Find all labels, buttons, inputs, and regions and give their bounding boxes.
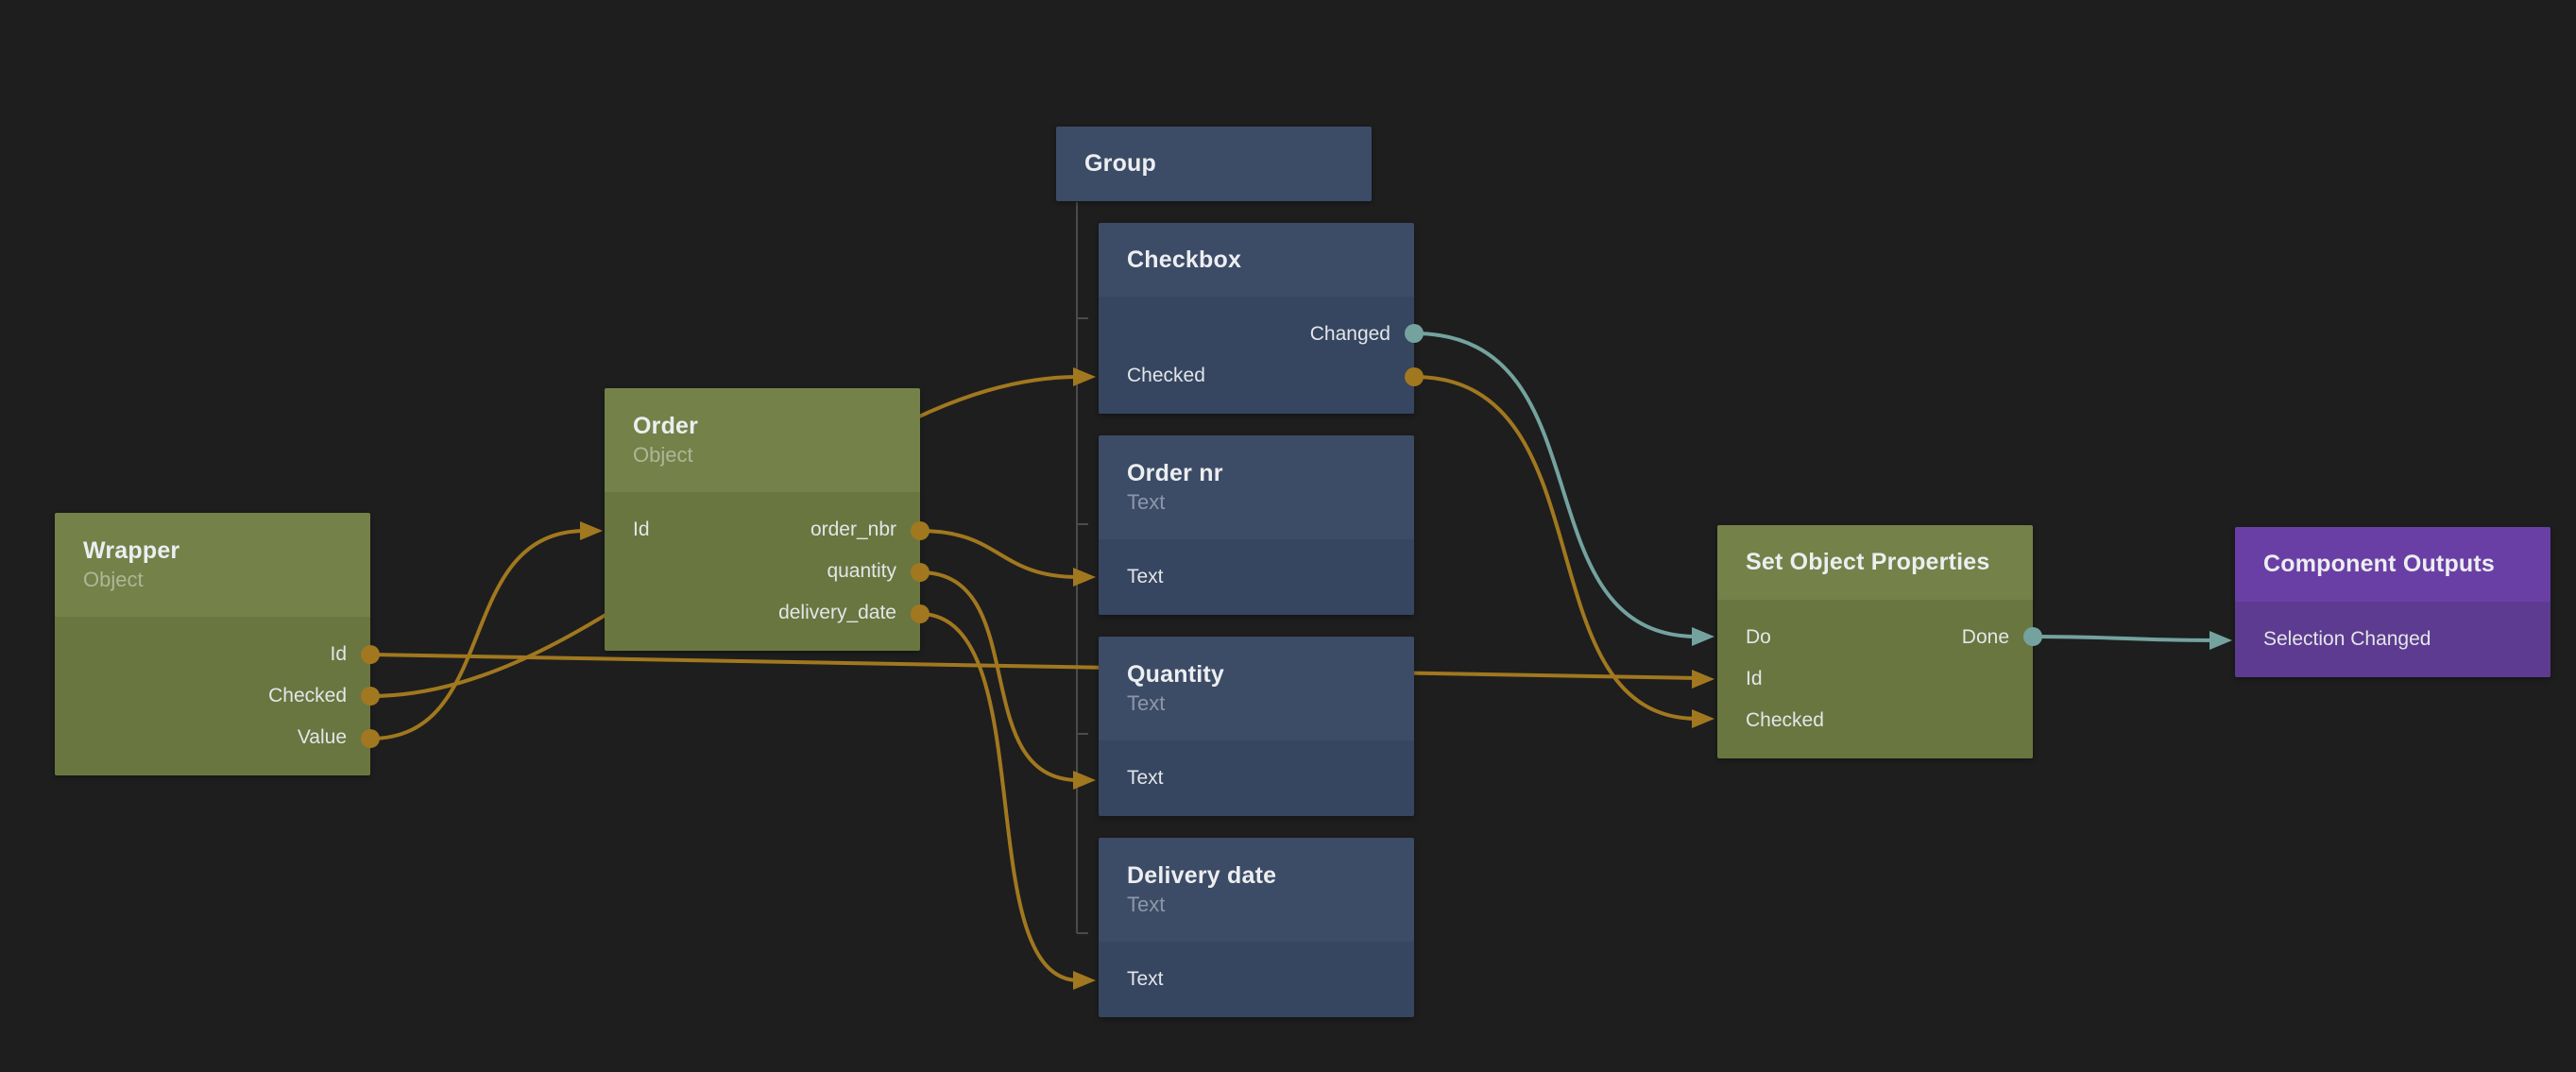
- node-sop-header: Set Object Properties: [1717, 525, 2033, 600]
- node-quantity-header: Quantity Text: [1099, 637, 1414, 740]
- wire-wrapper-value-to-order-id[interactable]: [369, 529, 587, 740]
- node-group-header: Group: [1056, 127, 1372, 201]
- wire-quantity-to-quantity-text[interactable]: [919, 570, 1080, 782]
- node-title: Wrapper: [83, 537, 180, 565]
- node-order-nr-ports: Text: [1099, 539, 1414, 615]
- node-subtitle: Text: [1127, 489, 1166, 514]
- port-sop-checked[interactable]: Checked: [1746, 709, 1824, 731]
- node-title: Order nr: [1127, 460, 1223, 487]
- wire-checkbox-checked-to-sop-checked[interactable]: [1413, 375, 1698, 721]
- port-delivery-date-text[interactable]: Text: [1127, 968, 1164, 990]
- node-subtitle: Object: [83, 567, 144, 591]
- node-checkbox[interactable]: Checkbox Changed Checked: [1099, 223, 1414, 414]
- node-wrapper-ports: Id Checked Value: [55, 617, 370, 775]
- port-checkbox-changed[interactable]: Changed: [1309, 323, 1390, 345]
- node-wrapper[interactable]: Wrapper Object Id Checked Value: [55, 513, 370, 775]
- node-subtitle: Text: [1127, 892, 1166, 916]
- node-title: Order: [633, 413, 699, 440]
- node-delivery-date-header: Delivery date Text: [1099, 838, 1414, 942]
- node-quantity-ports: Text: [1099, 740, 1414, 816]
- port-wrapper-value[interactable]: Value: [297, 726, 347, 748]
- node-wrapper-header: Wrapper Object: [55, 513, 370, 617]
- node-delivery-date[interactable]: Delivery date Text Text: [1099, 838, 1414, 1017]
- port-wrapper-id[interactable]: Id: [330, 643, 347, 665]
- node-order-nr-header: Order nr Text: [1099, 435, 1414, 539]
- port-order-nr-text[interactable]: Text: [1127, 566, 1164, 587]
- node-component-outputs[interactable]: Component Outputs Selection Changed: [2235, 527, 2550, 677]
- node-title: Component Outputs: [2263, 551, 2496, 578]
- node-checkbox-header: Checkbox: [1099, 223, 1414, 297]
- node-title: Quantity: [1127, 661, 1224, 689]
- port-checkbox-checked[interactable]: Checked: [1127, 365, 1205, 386]
- node-subtitle: Text: [1127, 690, 1166, 715]
- node-order-nr[interactable]: Order nr Text Text: [1099, 435, 1414, 615]
- port-selection-changed[interactable]: Selection Changed: [2263, 628, 2431, 650]
- node-subtitle: Object: [633, 442, 693, 467]
- node-checkbox-ports: Changed Checked: [1099, 297, 1414, 414]
- wire-sop-done-to-component-outputs[interactable]: [2032, 635, 2216, 642]
- port-sop-id[interactable]: Id: [1746, 668, 1763, 689]
- node-title: Group: [1084, 150, 1156, 178]
- node-title: Checkbox: [1127, 246, 1242, 273]
- wire-deliverydate-to-deliverydate-text[interactable]: [919, 612, 1080, 982]
- hierarchy-ticks: [1077, 317, 1088, 934]
- node-quantity[interactable]: Quantity Text Text: [1099, 637, 1414, 816]
- node-delivery-date-ports: Text: [1099, 942, 1414, 1017]
- node-title: Set Object Properties: [1746, 549, 1990, 576]
- node-component-outputs-ports: Selection Changed: [2235, 602, 2550, 677]
- wire-checkbox-changed-to-sop-do[interactable]: [1413, 332, 1698, 638]
- node-order-header: Order Object: [605, 388, 920, 492]
- wire-wrapper-id-to-sop-id[interactable]: [369, 653, 1698, 680]
- port-wrapper-checked[interactable]: Checked: [268, 685, 347, 706]
- node-title: Delivery date: [1127, 862, 1277, 890]
- node-group[interactable]: Group: [1056, 127, 1372, 201]
- port-quantity-text[interactable]: Text: [1127, 767, 1164, 789]
- node-component-outputs-header: Component Outputs: [2235, 527, 2550, 602]
- port-order-deliverydate[interactable]: delivery_date: [778, 602, 896, 623]
- port-order-quantity[interactable]: quantity: [827, 560, 896, 582]
- wire-ordernbr-to-ordernr-text[interactable]: [919, 529, 1080, 579]
